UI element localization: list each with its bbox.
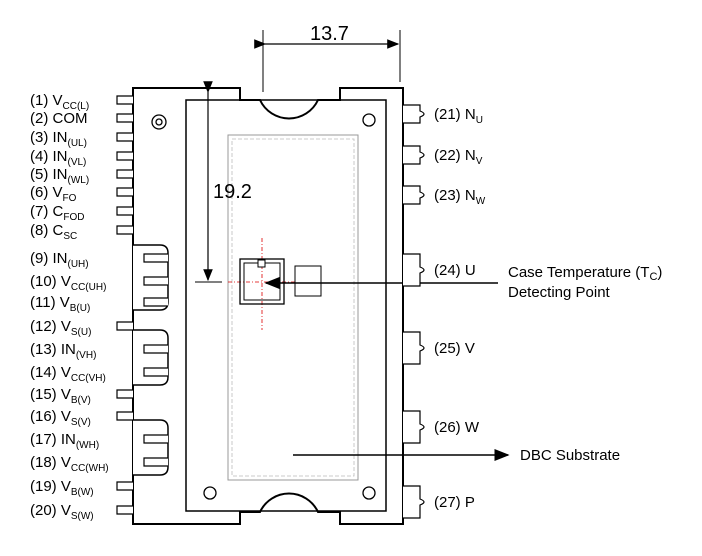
right-pin-25: (25) V	[403, 331, 475, 365]
pin-label: (9) IN(UH)	[30, 250, 89, 270]
left-pin-6: (6) VFO	[30, 184, 133, 204]
left-pin-14: (14) VCC(VH)	[30, 364, 168, 384]
pin-label: (17) IN(WH)	[30, 431, 99, 451]
pin-lead	[116, 187, 133, 197]
width-dimension-label: 13.7	[310, 23, 349, 45]
pin-lead	[116, 411, 133, 421]
pin-lead	[116, 132, 133, 142]
pin-lead	[143, 276, 168, 286]
pin-label: (6) VFO	[30, 184, 77, 204]
left-pin-12: (12) VS(U)	[30, 318, 133, 338]
pin-label: (26) W	[434, 419, 480, 436]
pin-lead	[116, 481, 133, 491]
pin-label: (15) VB(V)	[30, 386, 91, 406]
pin-label: (20) VS(W)	[30, 502, 94, 522]
left-pins: (1) VCC(L)(2) COM (3) IN(UL)(4) IN(VL)(5)…	[30, 92, 168, 522]
pin-label: (2) COM	[30, 110, 88, 127]
left-pin-10: (10) VCC(UH)	[30, 273, 168, 293]
pin-lead	[143, 344, 168, 354]
pin-lead	[403, 410, 425, 444]
left-pin-13: (13) IN(VH)	[30, 341, 168, 361]
pin-label: (1) VCC(L)	[30, 92, 89, 112]
pin-lead	[116, 113, 133, 123]
pin-lead	[116, 389, 133, 399]
pin-lead	[116, 151, 133, 161]
pin-lead	[116, 169, 133, 179]
left-pin-11: (11) VB(U)	[30, 294, 168, 314]
pin-label: (4) IN(VL)	[30, 148, 86, 168]
pin-lead	[403, 253, 425, 287]
left-pin-19: (19) VB(W)	[30, 478, 133, 498]
pin-lead	[143, 457, 168, 467]
pin-label: (13) IN(VH)	[30, 341, 96, 361]
right-pins: (21) NU (22) NV (23) NW (24) U (25) V (26) W (…	[403, 104, 486, 519]
pin-lead	[143, 434, 168, 444]
right-pin-21: (21) NU	[403, 104, 483, 126]
left-pin-4: (4) IN(VL)	[30, 148, 133, 168]
pin-label: (8) CSC	[30, 222, 77, 242]
pin-lead	[143, 297, 168, 307]
right-pin-23: (23) NW	[403, 185, 486, 207]
left-pin-16: (16) VS(V)	[30, 408, 133, 428]
pin-label: (27) P	[434, 494, 475, 511]
pin-lead	[116, 206, 133, 216]
pin-label: (22) NV	[434, 147, 483, 167]
left-pin-7: (7) CFOD	[30, 203, 133, 223]
right-pin-26: (26) W	[403, 410, 480, 444]
pin-lead	[143, 367, 168, 377]
left-pin-20: (20) VS(W)	[30, 502, 133, 522]
pin-label: (24) U	[434, 262, 476, 279]
height-dimension: 19.2	[195, 81, 252, 283]
pin-label: (21) NU	[434, 106, 483, 126]
width-dimension: 13.7	[254, 23, 401, 92]
case-temp-callout-line1: Case Temperature (TC)	[508, 264, 662, 283]
pin-label: (16) VS(V)	[30, 408, 91, 428]
left-pin-1: (1) VCC(L)	[30, 92, 133, 112]
left-pin-15: (15) VB(V)	[30, 386, 133, 406]
left-pin-5: (5) IN(WL)	[30, 166, 133, 186]
package-body	[132, 87, 404, 525]
pin-lead	[116, 225, 133, 235]
left-pin-8: (8) CSC	[30, 222, 133, 242]
dbc-callout: DBC Substrate	[520, 447, 620, 464]
pin-lead	[403, 145, 425, 165]
right-pin-27: (27) P	[403, 485, 475, 519]
left-pin-9: (9) IN(UH)	[30, 250, 168, 270]
dbc-substrate-outline	[227, 134, 359, 481]
pin-lead	[403, 331, 425, 365]
left-pin-17: (17) IN(WH)	[30, 431, 168, 451]
pin-lead	[403, 485, 425, 519]
pin-lead	[116, 321, 133, 331]
pin-lead	[116, 505, 133, 515]
pin-label: (10) VCC(UH)	[30, 273, 106, 293]
pin-label: (19) VB(W)	[30, 478, 94, 498]
case-temperature-point	[228, 238, 322, 330]
pin-label: (14) VCC(VH)	[30, 364, 106, 384]
case-temp-callout-line2: Detecting Point	[508, 284, 611, 301]
pin-label: (23) NW	[434, 187, 486, 207]
left-pin-2: (2) COM	[30, 110, 133, 127]
right-pin-24: (24) U	[403, 253, 476, 287]
left-pin-18: (18) VCC(WH)	[30, 454, 168, 474]
pin-lead	[403, 185, 425, 205]
mounting-holes	[151, 113, 376, 500]
pin-label: (7) CFOD	[30, 203, 84, 223]
pin-lead	[143, 253, 168, 263]
pin-label: (11) VB(U)	[30, 294, 90, 314]
height-dimension-label: 19.2	[213, 181, 252, 203]
pin-lead	[116, 95, 133, 105]
pin-label: (25) V	[434, 340, 475, 357]
pin-lead	[403, 104, 425, 124]
pin-label: (3) IN(UL)	[30, 129, 87, 149]
left-pin-3: (3) IN(UL)	[30, 129, 133, 149]
right-pin-22: (22) NV	[403, 145, 483, 167]
inner-frame	[185, 99, 387, 512]
pin-label: (12) VS(U)	[30, 318, 91, 338]
pin-label: (5) IN(WL)	[30, 166, 89, 186]
pin-label: (18) VCC(WH)	[30, 454, 109, 474]
